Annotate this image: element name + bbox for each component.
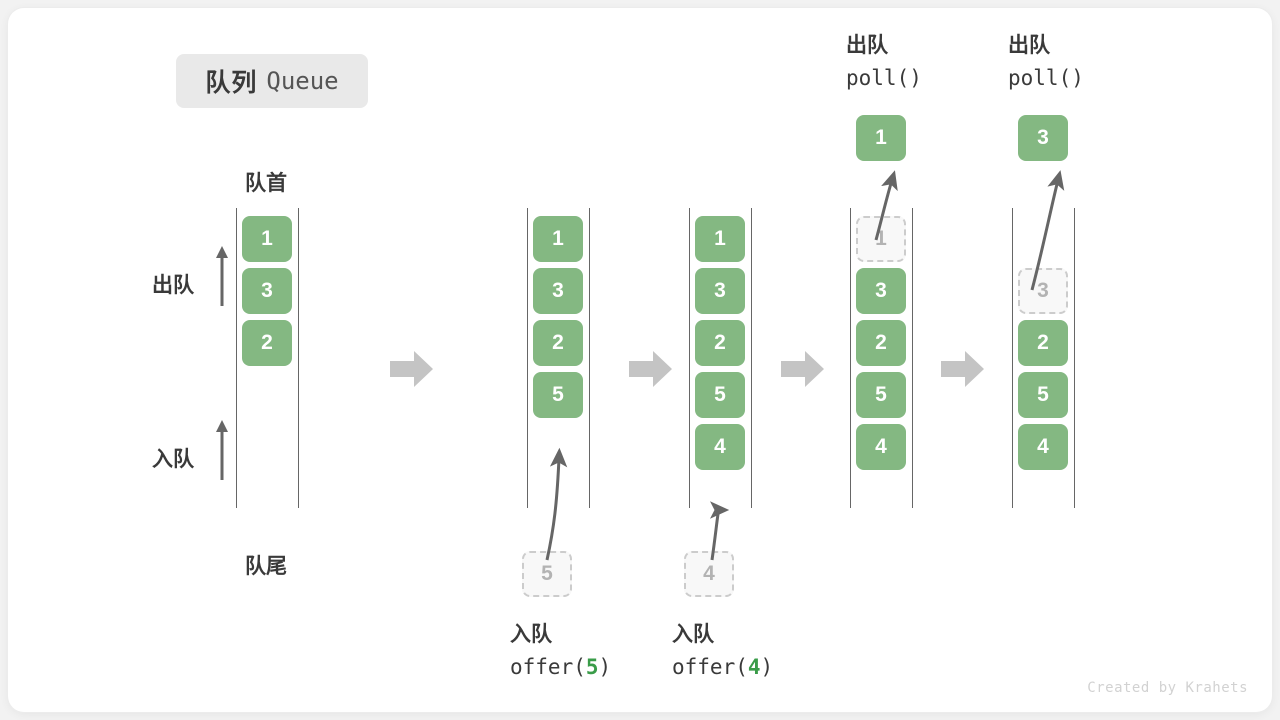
popped-element-box: 3: [1018, 115, 1068, 161]
transition-arrow-icon: [781, 348, 825, 390]
transition-arrow-icon: [629, 348, 673, 390]
queue-rail-right: [298, 208, 299, 508]
poll-caption-code: poll(): [846, 65, 922, 90]
queue-rail-right: [589, 208, 590, 508]
pending-element-ghost-box: 4: [684, 551, 734, 597]
queue-cell: 4: [1018, 424, 1068, 470]
offer-caption-code: offer(5): [510, 654, 612, 679]
queue-cell: 2: [1018, 320, 1068, 366]
title-en: Queue: [266, 67, 339, 95]
offer-caption-cn: 入队: [510, 623, 552, 646]
queue-cell: 1: [533, 216, 583, 262]
queue-cell: 3: [856, 268, 906, 314]
transition-arrow-icon: [390, 348, 434, 390]
queue-cell: 2: [695, 320, 745, 366]
queue-cell: 5: [533, 372, 583, 418]
queue-cell: 5: [856, 372, 906, 418]
queue-cell: 5: [695, 372, 745, 418]
poll-caption-code: poll(): [1008, 65, 1084, 90]
offer-caption-cn: 入队: [672, 623, 714, 646]
queue-cell: 2: [533, 320, 583, 366]
transition-arrow-icon: [941, 348, 985, 390]
queue-cell: 4: [695, 424, 745, 470]
popped-element-box: 1: [856, 115, 906, 161]
queue-head-label: 队首: [245, 172, 287, 195]
offer-caption-value: 5: [585, 654, 599, 679]
enqueue-direction-arrow-icon: [215, 418, 229, 480]
enqueue-direction-label: 入队: [152, 448, 194, 471]
poll-operation-caption: 出队 poll(): [1008, 30, 1084, 95]
queue-rail-right: [751, 208, 752, 508]
queue-rail-left: [236, 208, 237, 508]
queue-cell: 2: [242, 320, 292, 366]
offer-caption-value: 4: [747, 654, 761, 679]
queue-column: 1 3 2 5: [527, 208, 591, 508]
queue-cell: 4: [856, 424, 906, 470]
queue-column: 3 2 5 4: [1012, 208, 1076, 508]
offer-operation-caption: 入队 offer(4): [672, 619, 773, 684]
poll-caption-cn: 出队: [1008, 34, 1050, 57]
queue-cell: 2: [856, 320, 906, 366]
dequeue-direction-arrow-icon: [215, 244, 229, 306]
queue-rail-left: [689, 208, 690, 508]
queue-cell: 3: [533, 268, 583, 314]
queue-rail-left: [850, 208, 851, 508]
queue-rail-left: [527, 208, 528, 508]
queue-column: 1 3 2: [236, 208, 300, 508]
queue-cell-ghost: 1: [856, 216, 906, 262]
credit-label: Created by Krahets: [1087, 680, 1248, 696]
queue-column: 1 3 2 5 4: [689, 208, 753, 508]
pending-element-ghost-box: 5: [522, 551, 572, 597]
queue-tail-label: 队尾: [245, 555, 287, 578]
offer-caption-code: offer(4): [672, 654, 774, 679]
queue-cell: 1: [242, 216, 292, 262]
queue-cell: 5: [1018, 372, 1068, 418]
queue-rail-left: [1012, 208, 1013, 508]
queue-rail-right: [1074, 208, 1075, 508]
queue-cell: 3: [695, 268, 745, 314]
offer-operation-caption: 入队 offer(5): [510, 619, 611, 684]
poll-operation-caption: 出队 poll(): [846, 30, 922, 95]
title-badge: 队列 Queue: [176, 54, 368, 108]
dequeue-direction-label: 出队: [152, 274, 194, 297]
title-cn: 队列: [205, 69, 258, 97]
queue-column: 1 3 2 5 4: [850, 208, 914, 508]
queue-rail-right: [912, 208, 913, 508]
diagram-card: 队列 Queue 队首 队尾 出队 入队 1 3 2 1 3 2 5 5 入队 offer(5) 1…: [8, 8, 1272, 712]
queue-cell-ghost: 3: [1018, 268, 1068, 314]
queue-cell: 1: [695, 216, 745, 262]
queue-cell: 3: [242, 268, 292, 314]
poll-caption-cn: 出队: [846, 34, 888, 57]
